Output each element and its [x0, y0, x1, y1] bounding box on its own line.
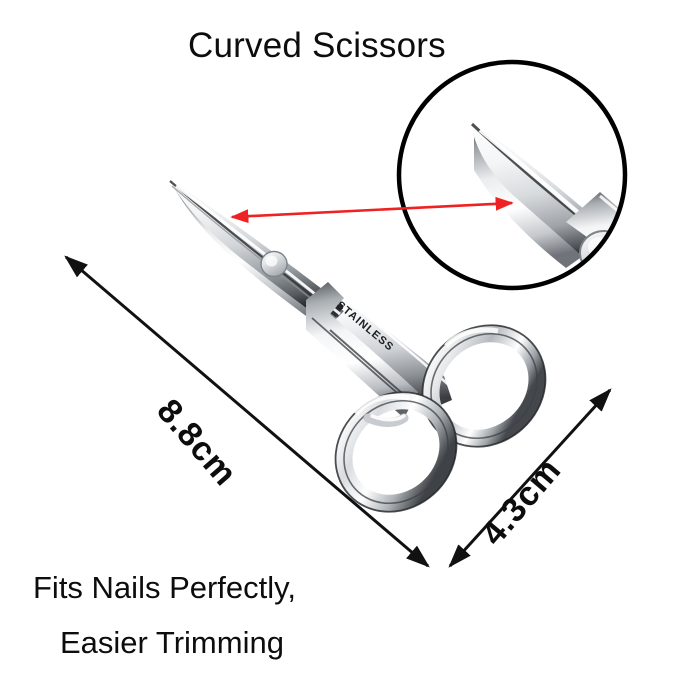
scissors-lower-shank: [306, 282, 418, 418]
scissors-upper-shank: [330, 303, 452, 412]
scissors-ring-near: [334, 391, 458, 513]
scissors-ring-far: [421, 324, 547, 448]
scissors-pivot-screw: [260, 250, 288, 278]
magnifier-circle-icon: [396, 59, 628, 291]
callout-arrow-icon: [230, 196, 514, 224]
scissors-illustration: STAINLESS: [168, 178, 547, 513]
dimension-length-line: [64, 255, 430, 568]
tagline-line-1: Fits Nails Perfectly,: [33, 570, 296, 605]
dimension-width-line: [448, 388, 612, 568]
tagline-line-2: Easier Trimming: [60, 625, 284, 660]
page-title: Curved Scissors: [188, 26, 446, 65]
